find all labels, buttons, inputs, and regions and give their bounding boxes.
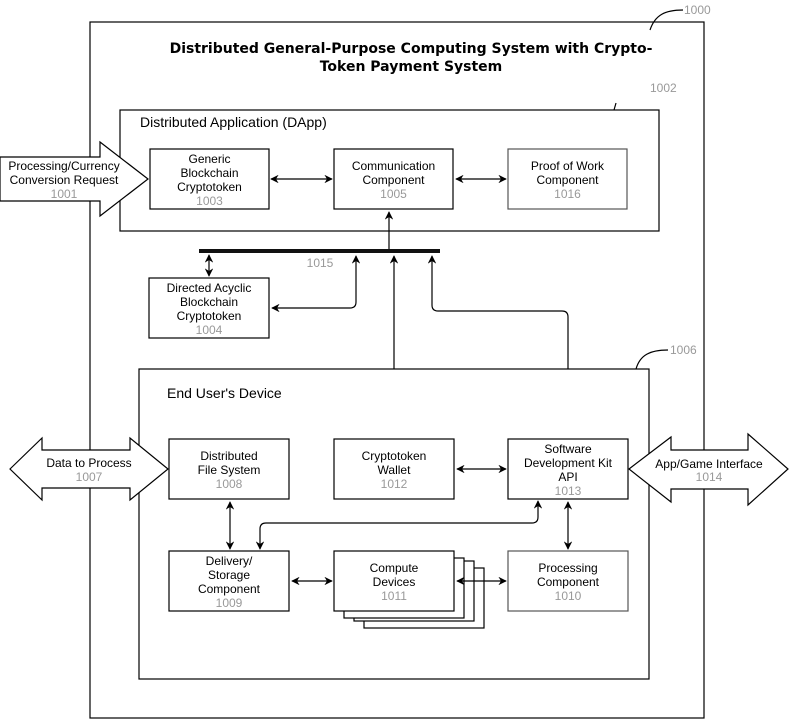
node-label: Cryptotoken (362, 449, 427, 463)
bus-ref: 1015 (307, 256, 334, 270)
system-callout-line (649, 9, 684, 31)
device-ref: 1006 (670, 343, 697, 357)
title-line-1: Distributed General-Purpose Computing Sy… (170, 41, 653, 57)
request-ref: 1001 (51, 187, 78, 201)
node-label: Communication (352, 159, 435, 173)
dapp-callout-line (613, 102, 617, 111)
node-label: Development Kit (524, 456, 613, 470)
device-label: End User's Device (167, 385, 282, 401)
node-label: Blockchain (180, 295, 238, 309)
edge-bus-sdk (427, 255, 573, 438)
app-label: App/Game Interface (655, 457, 763, 471)
device-callout-line (635, 349, 669, 370)
node-label: Devices (373, 575, 416, 589)
node-label: Blockchain (180, 166, 238, 180)
bus-1015 (199, 249, 440, 253)
node-ref: 1008 (216, 477, 243, 491)
node-sdk[interactable]: Software Development Kit API 1013 (507, 438, 629, 500)
node-ref: 1011 (381, 589, 407, 603)
node-label: Delivery/ (206, 554, 253, 568)
node-label: Software (544, 442, 592, 456)
node-label: Processing (538, 561, 597, 575)
edge-sdk-delivery (255, 500, 543, 550)
node-compute[interactable]: Compute Devices 1011 (333, 550, 485, 629)
title-line-2: Token Payment System (320, 59, 503, 75)
node-label: Component (536, 173, 599, 187)
request-label: Processing/Currency (8, 159, 119, 173)
node-ref: 1012 (381, 477, 408, 491)
node-label: Proof of Work (531, 159, 605, 173)
node-label: Component (537, 575, 600, 589)
node-label: File System (198, 463, 261, 477)
system-ref: 1000 (684, 3, 711, 17)
node-label: Distributed (200, 449, 257, 463)
node-ref: 1009 (216, 596, 243, 610)
dapp-label: Distributed Application (DApp) (140, 114, 327, 130)
request-label: Conversion Request (10, 173, 119, 187)
data-label: Data to Process (46, 456, 131, 470)
node-delivery[interactable]: Delivery/ Storage Component 1009 (168, 550, 290, 612)
node-ref: 1003 (196, 194, 223, 208)
node-ref: 1013 (555, 484, 582, 498)
node-label: Compute (370, 561, 419, 575)
node-dfs[interactable]: Distributed File System 1008 (168, 438, 290, 500)
node-ref: 1004 (196, 323, 223, 337)
data-ref: 1007 (76, 470, 103, 484)
node-generic-token[interactable]: Generic Blockchain Cryptotoken 1003 (149, 148, 270, 210)
node-dag-token[interactable]: Directed Acyclic Blockchain Cryptotoken … (148, 277, 270, 339)
node-proof-of-work[interactable]: Proof of Work Component 1016 (507, 148, 628, 210)
node-label: Directed Acyclic (167, 281, 252, 295)
node-label: Component (198, 582, 261, 596)
device-container (138, 368, 650, 680)
node-label: API (558, 470, 577, 484)
edge-dag-bus (271, 255, 361, 313)
node-wallet[interactable]: Cryptotoken Wallet 1012 (333, 438, 455, 500)
node-label: Component (362, 173, 425, 187)
node-ref: 1005 (380, 187, 407, 201)
node-processing[interactable]: Processing Component 1010 (507, 550, 629, 612)
node-label: Storage (208, 568, 250, 582)
node-label: Cryptotoken (177, 180, 242, 194)
request-arrow: Processing/Currency Conversion Request 1… (0, 140, 149, 218)
dapp-ref: 1002 (650, 81, 677, 95)
app-arrow: App/Game Interface 1014 (628, 432, 789, 507)
node-ref: 1016 (554, 187, 581, 201)
node-label: Generic (188, 152, 230, 166)
node-label: Wallet (378, 463, 412, 477)
node-label: Cryptotoken (177, 309, 242, 323)
node-communication[interactable]: Communication Component 1005 (333, 148, 454, 210)
app-ref: 1014 (696, 470, 723, 484)
node-ref: 1010 (555, 589, 582, 603)
data-arrow: Data to Process 1007 (9, 436, 169, 502)
